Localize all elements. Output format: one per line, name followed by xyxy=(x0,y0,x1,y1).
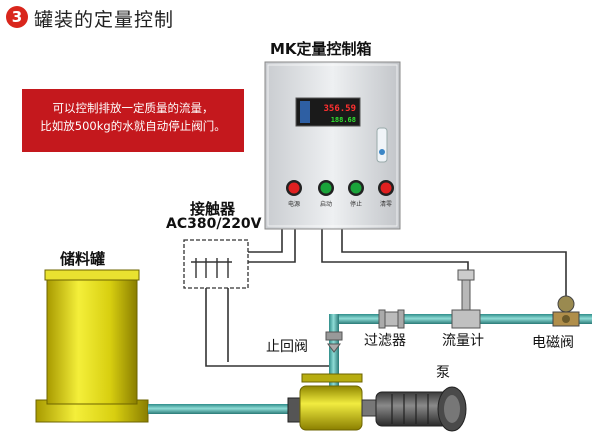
storage-tank xyxy=(35,269,149,423)
control-box-title: MK定量控制箱 xyxy=(270,40,372,58)
wire-contactor-2 xyxy=(248,228,296,263)
check-valve xyxy=(325,331,343,353)
flowmeter-label: 流量计 xyxy=(442,333,484,349)
control-box: 356.59 188.68 电源 启动 停止 清零 xyxy=(264,61,401,230)
step-badge: 3 xyxy=(6,6,28,28)
wire-pump-1 xyxy=(205,288,332,367)
contactor-title: 接触器 xyxy=(190,200,236,218)
description-note: 可以控制排放一定质量的流量， 比如放500kg的水就自动停止阀门。 xyxy=(22,89,244,152)
button-cap[interactable] xyxy=(288,182,300,194)
button-label: 停止 xyxy=(350,200,362,208)
filter xyxy=(378,309,405,329)
note-line-2: 比如放500kg的水就自动停止阀门。 xyxy=(40,119,226,133)
button-cap[interactable] xyxy=(380,182,392,194)
button-row: 电源 启动 停止 清零 xyxy=(286,180,394,208)
panel-button[interactable]: 清零 xyxy=(378,180,394,208)
panel-button[interactable]: 电源 xyxy=(286,180,302,208)
key-lock xyxy=(376,127,388,163)
button-label: 启动 xyxy=(320,200,332,208)
contactor xyxy=(183,239,249,289)
solenoid-valve xyxy=(552,295,580,327)
pump-label: 泵 xyxy=(436,365,450,381)
button-label: 清零 xyxy=(380,200,392,208)
check-valve-label: 止回阀 xyxy=(266,339,308,355)
pipes xyxy=(148,314,592,414)
wire-contactor-1 xyxy=(248,228,283,253)
solenoid-label: 电磁阀 xyxy=(532,335,574,351)
wires xyxy=(205,228,567,367)
button-label: 电源 xyxy=(288,200,300,208)
note-line-1: 可以控制排放一定质量的流量， xyxy=(52,101,214,115)
contactor-voltage: AC380/220V xyxy=(166,216,262,232)
filter-label: 过滤器 xyxy=(364,333,406,349)
button-cap[interactable] xyxy=(320,182,332,194)
page-title: 罐装的定量控制 xyxy=(34,9,175,31)
flowmeter xyxy=(451,269,481,329)
pump-assembly xyxy=(287,373,467,432)
tank-label: 储料罐 xyxy=(60,250,106,268)
panel-button[interactable]: 停止 xyxy=(348,180,364,208)
button-cap[interactable] xyxy=(350,182,362,194)
wire-flowmeter xyxy=(321,228,469,272)
panel-button[interactable]: 启动 xyxy=(318,180,334,208)
display-bottom-value: 188.68 xyxy=(331,116,356,124)
wire-solenoid xyxy=(341,228,567,298)
display-top-value: 356.59 xyxy=(323,104,356,114)
